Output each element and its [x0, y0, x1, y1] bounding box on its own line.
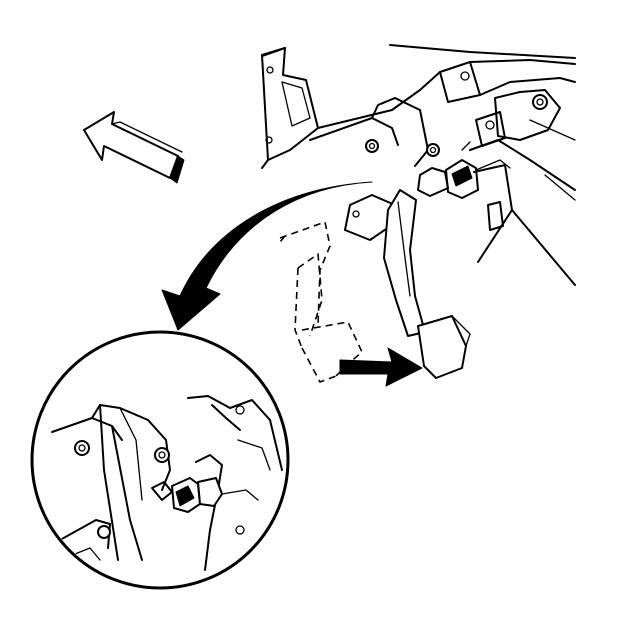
dash-panel-structure [261, 44, 576, 286]
push-arrow-icon [339, 347, 423, 387]
direction-arrow-icon [83, 111, 185, 184]
pedal-original-position [279, 221, 363, 383]
detail-view [30, 330, 290, 590]
pedal-bracket [309, 97, 449, 241]
callout-arrow-icon [161, 181, 373, 331]
brake-switch [445, 141, 511, 199]
brake-pedal [383, 189, 471, 379]
